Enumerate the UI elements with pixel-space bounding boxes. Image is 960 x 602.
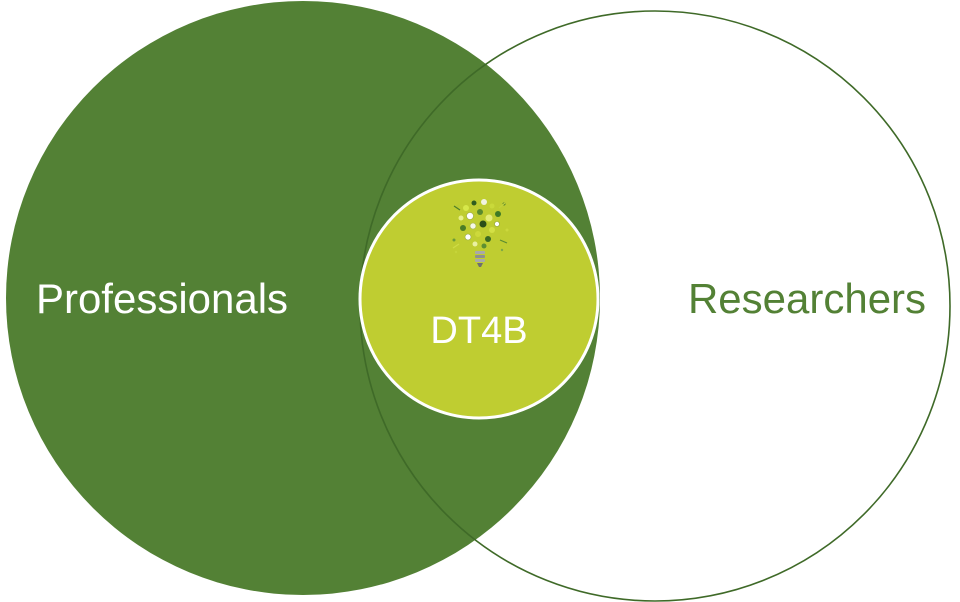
professionals-label: Professionals [36, 275, 288, 322]
dt4b-label: DT4B [430, 310, 527, 352]
professionals-circle [6, 1, 600, 595]
lightbulb-icon [452, 199, 509, 267]
dt4b-circle [358, 178, 600, 420]
researchers-label: Researchers [688, 275, 926, 322]
